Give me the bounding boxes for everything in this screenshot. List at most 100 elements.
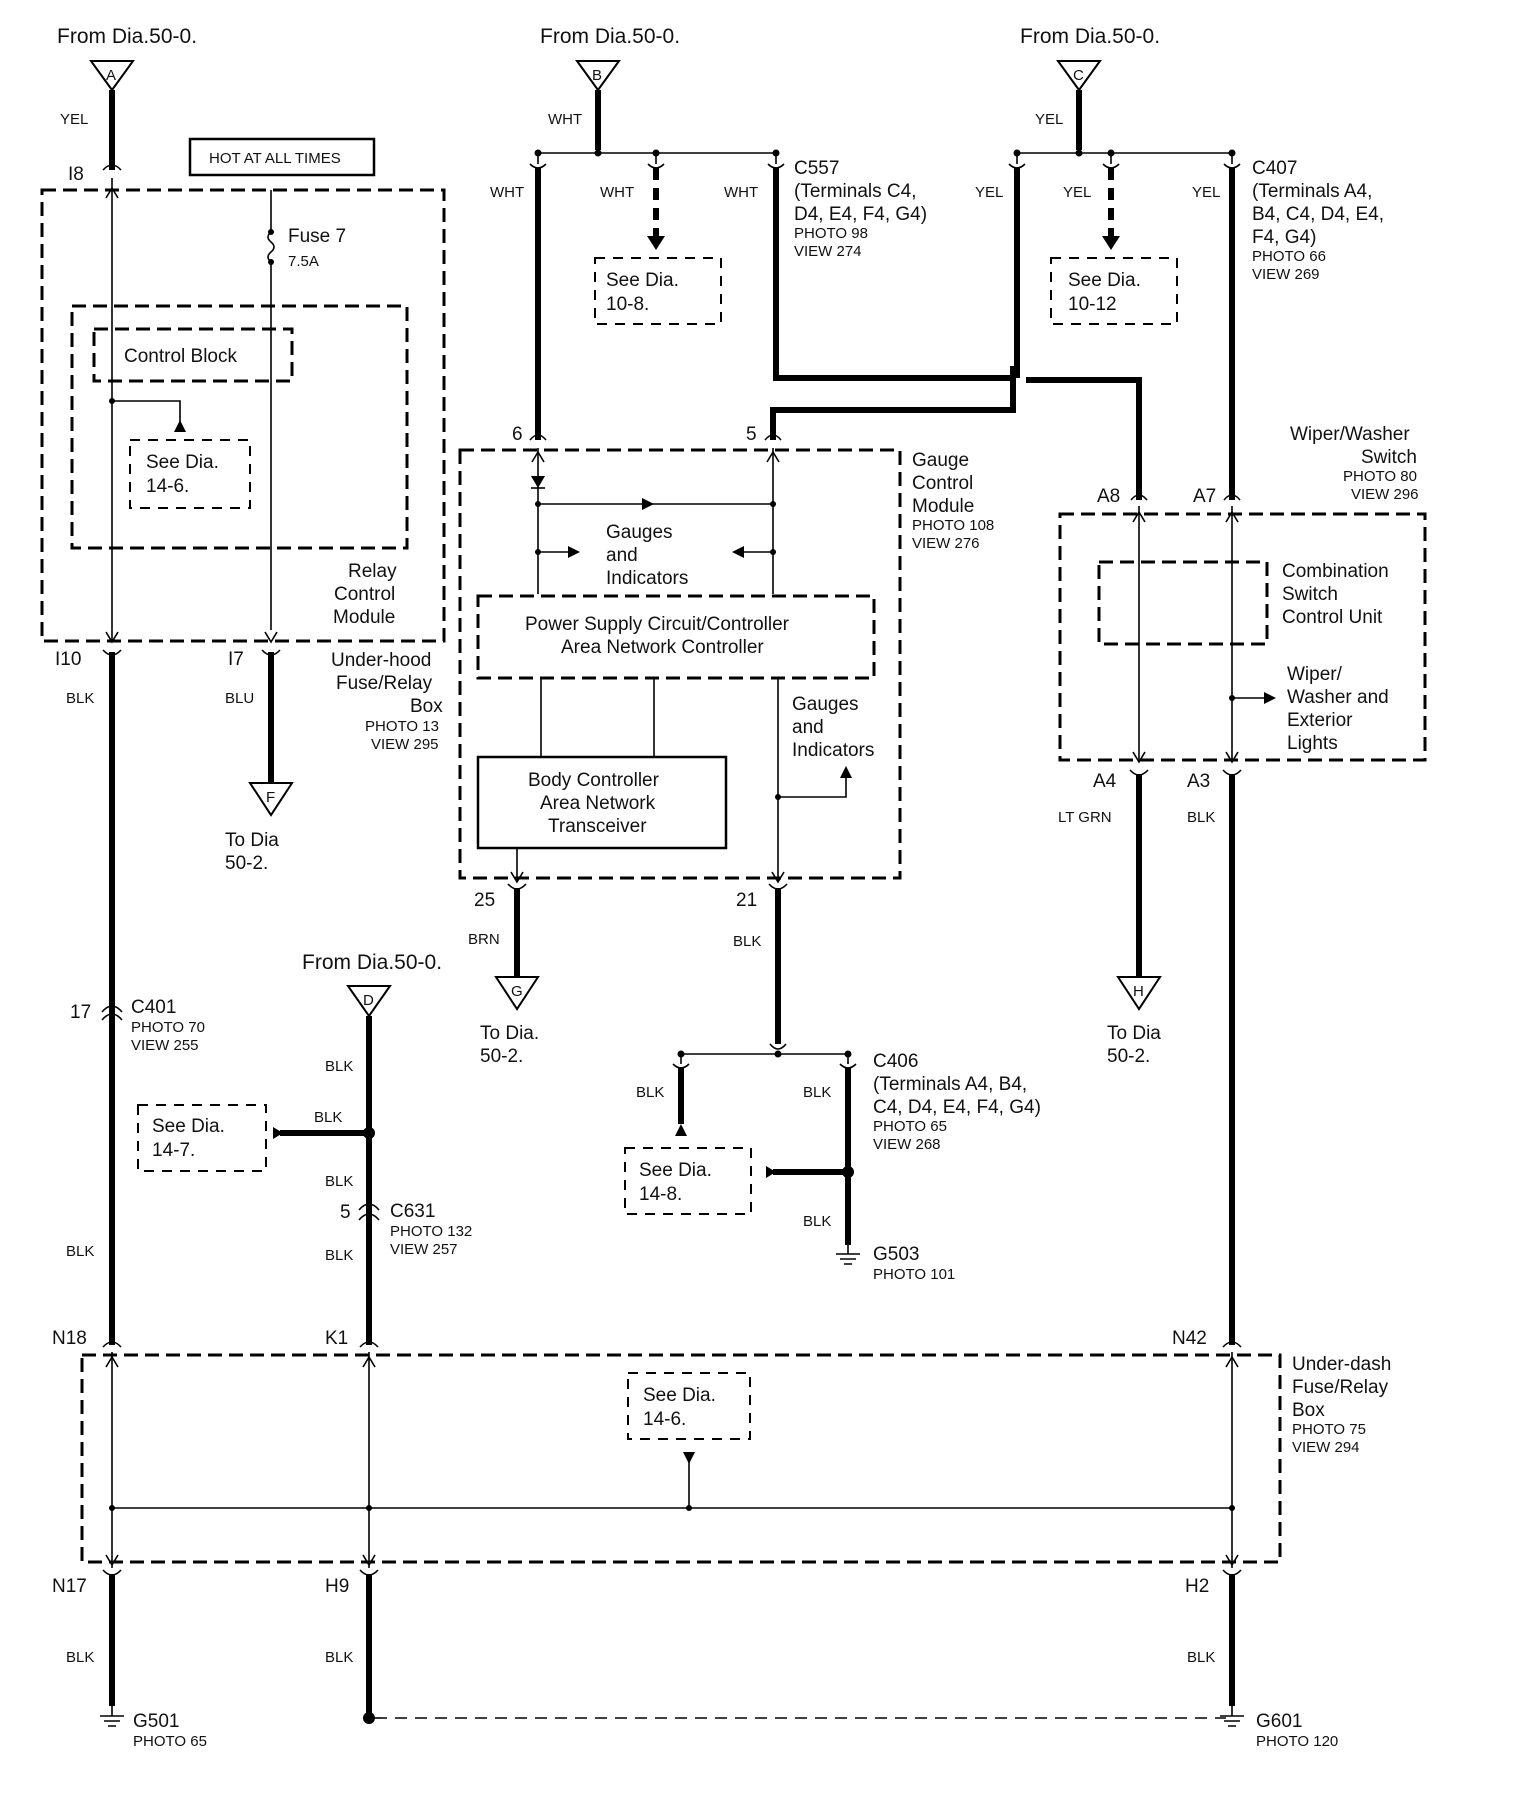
wire-color-label: BLK [66,1243,94,1260]
wire-color-label: WHT [490,184,524,201]
ground-g503-symbol [836,1245,860,1265]
gauges-indicators-label: Gauges [792,694,859,715]
see-dia-14-8-box [624,1147,752,1215]
see-dia-label: See Dia. [643,1385,716,1406]
gauge-control-photo: PHOTO 108 [912,517,994,534]
see-dia-number: 10-8. [606,294,649,315]
pin-label: A3 [1187,771,1210,792]
pin-label: H2 [1185,1576,1209,1597]
wiper-washer-switch-box [1058,512,1427,762]
wire-color-label: BLK [66,1649,94,1666]
under-hood-box-label: Fuse/Relay [336,673,433,694]
c407-terminals: B4, C4, D4, E4, [1252,204,1384,225]
gauges-indicators-label: Indicators [792,740,874,761]
svg-text:C: C [1073,67,1084,84]
c631-view: VIEW 257 [390,1241,458,1258]
see-dia-number: 10-12 [1068,294,1117,315]
wire-wht-right [773,168,1013,381]
gauge-control-label: Module [912,496,974,517]
wiper-washer-label: Switch [1361,447,1417,468]
pin-label: N17 [52,1576,87,1597]
g601-photo: PHOTO 120 [1256,1733,1338,1750]
c557-label: C557 [794,158,839,179]
control-block-label: Control Block [124,346,237,367]
wire-color-label: BRN [468,931,500,948]
wire-color-label: BLK [325,1649,353,1666]
wiper-washer-view: VIEW 296 [1351,486,1419,503]
connector-a: A [89,60,135,92]
c406-photo: PHOTO 65 [873,1118,947,1135]
see-dia-14-7-box [137,1104,267,1172]
pin-label: I8 [68,164,84,185]
c631-photo: PHOTO 132 [390,1223,472,1240]
pin-label: I7 [228,649,244,670]
ground-g501-symbol [100,1706,124,1727]
connector-d: D [346,985,392,1018]
combination-switch-label: Combination [1282,561,1389,582]
see-dia-number: 14-8. [639,1184,682,1205]
to-dia-label: To Dia [225,830,279,851]
c401-view: VIEW 255 [131,1037,199,1054]
under-dash-box-label: Box [1292,1400,1325,1421]
control-block-inner-box [70,304,409,550]
gauge-control-label: Control [912,473,973,494]
c407-terminals: F4, G4) [1252,227,1316,248]
g503-photo: PHOTO 101 [873,1266,955,1283]
body-controller-transceiver-box [476,755,728,850]
pin-label: 17 [70,1002,91,1023]
svg-text:G: G [511,983,523,1000]
gauges-indicators-label: Indicators [606,568,688,589]
gauge-control-module-box [458,448,902,880]
c407-label: C407 [1252,158,1297,179]
c401-photo: PHOTO 70 [131,1019,205,1036]
c407-view: VIEW 269 [1252,266,1320,283]
relay-control-module-box [40,188,446,643]
wire-color-label: YEL [1063,184,1091,201]
relay-control-label: Relay [348,561,397,582]
fuse-7-label: Fuse 7 [288,226,346,247]
c401-label: C401 [131,997,176,1018]
wire-color-label: LT GRN [1058,809,1112,826]
connector-h: H [1116,976,1162,1011]
c557-terminals: D4, E4, F4, G4) [794,204,927,225]
c631-label: C631 [390,1201,435,1222]
under-dash-fuse-relay-box [80,1353,1282,1564]
see-dia-label: See Dia. [146,452,219,473]
pin-label: N18 [52,1328,87,1349]
pin-label: A7 [1193,486,1216,507]
wiper-exterior-lights-label: Exterior [1287,710,1353,731]
c407-terminals: (Terminals A4, [1252,181,1372,202]
hot-at-all-times-label: HOT AT ALL TIMES [209,150,341,167]
wire-color-label: BLK [1187,809,1215,826]
gauge-control-view: VIEW 276 [912,535,980,552]
c557-photo: PHOTO 98 [794,225,868,242]
svg-text:D: D [363,992,374,1009]
see-dia-label: See Dia. [1068,270,1141,291]
wire-color-label: BLK [325,1058,353,1075]
pin-label: 25 [474,890,495,911]
svg-text:A: A [106,67,116,84]
wire-color-label: BLU [225,690,254,707]
gauges-indicators-label: Gauges [606,522,673,543]
wire-color-label: YEL [1192,184,1220,201]
pin-label: A4 [1093,771,1117,792]
wire-color-label: WHT [724,184,758,201]
c406-label: C406 [873,1051,918,1072]
wire-color-label: YEL [60,111,88,128]
pin-label: 21 [736,890,757,911]
g501-photo: PHOTO 65 [133,1733,207,1750]
to-dia-label: To Dia [1107,1023,1161,1044]
wire-color-label: BLK [733,933,761,950]
under-hood-box-label: Box [410,696,443,717]
c407-photo: PHOTO 66 [1252,248,1326,265]
under-dash-view: VIEW 294 [1292,1439,1360,1456]
connector-g: G [494,976,540,1011]
see-dia-10-12-box [1050,257,1178,325]
to-dia-number: 50-2. [480,1046,523,1067]
c406-terminals: C4, D4, E4, F4, G4) [873,1097,1041,1118]
to-dia-number: 50-2. [225,853,268,874]
wire-wht-to-pin5 [770,378,1016,440]
see-dia-label: See Dia. [639,1160,712,1181]
under-dash-box-label: Fuse/Relay [1292,1377,1389,1398]
